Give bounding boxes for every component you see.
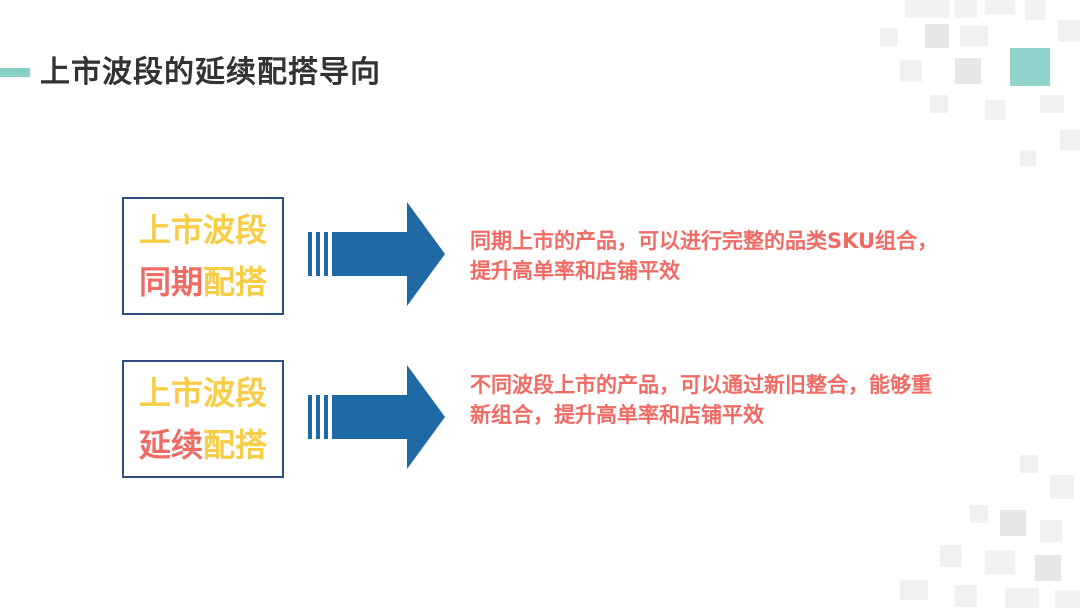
arrow-right-icon (308, 365, 445, 469)
label-launch-wave: 上市波段 (138, 374, 267, 412)
label-pairing-suffix: 配搭 (203, 263, 268, 301)
label-pairing-prefix: 延续 (138, 426, 203, 464)
label-pairing-type: 同期配搭 (139, 256, 267, 308)
arrow-right-icon (308, 202, 445, 306)
label-box-continuous: 上市波段 延续配搭 (122, 360, 284, 478)
label-pairing-suffix: 配搭 (203, 426, 268, 464)
label-launch-wave: 上市波段 (138, 211, 267, 249)
label-pairing-type: 延续配搭 (139, 419, 267, 471)
description-concurrent: 同期上市的产品，可以进行完整的品类SKU组合，提升高单率和店铺平效 (470, 229, 939, 283)
page-title: 上市波段的延续配搭导向 (40, 55, 381, 90)
description-continuous: 不同波段上市的产品，可以通过新旧整合，能够重新组合，提升高单率和店铺平效 (470, 373, 932, 427)
label-pairing-prefix: 同期 (138, 263, 203, 301)
title-accent-bar (0, 68, 30, 77)
label-box-concurrent: 上市波段 同期配搭 (122, 197, 284, 315)
